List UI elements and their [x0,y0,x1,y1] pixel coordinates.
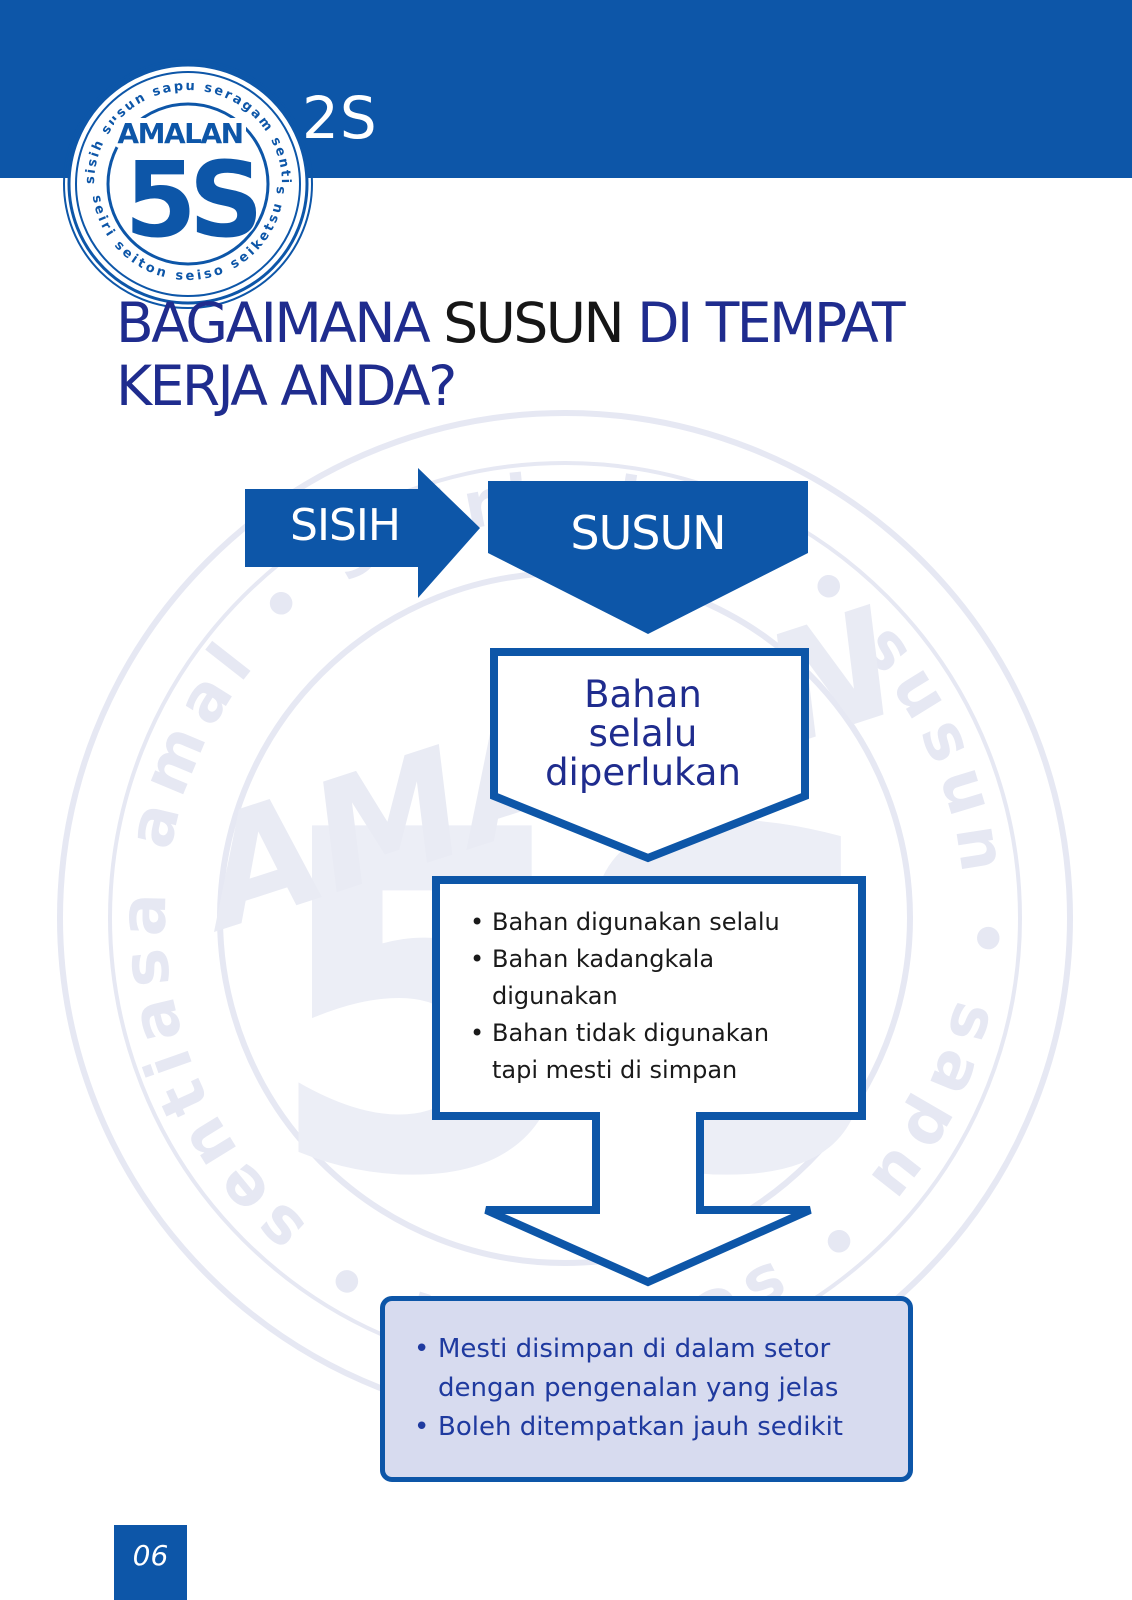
category-line: selalu [588,712,698,755]
sisih-arrow [245,468,480,598]
note-item: Mesti disimpan di dalam setor dengan pen… [414,1330,894,1408]
category-pentagon [490,648,809,863]
step-susun-label: SUSUN [570,506,726,560]
category-line: Bahan [584,673,702,716]
category-line: diperlukan [545,751,741,794]
notes-list: Mesti disimpan di dalam setor dengan pen… [414,1330,894,1447]
page-number-tab: 06 [114,1525,187,1600]
title-emphasis: SUSUN [443,291,624,355]
list-item: Bahan tidak digunakan tapi mesti di simp… [470,1015,810,1089]
step-sisih-label: SISIH [290,500,401,551]
title-part2: DI TEMPAT KERJA ANDA? [116,291,906,418]
amalan-5s-logo: sisih susun sapu seragam sentiasa amal s… [62,58,313,309]
note-item: Boleh ditempatkan jauh sedikit [414,1408,894,1447]
category-label: Bahan selalu diperlukan [500,675,786,792]
page-title: BAGAIMANA SUSUN DI TEMPAT KERJA ANDA? [116,292,1056,418]
logo-big-text: 5S [124,139,256,261]
page-number: 06 [132,1539,169,1572]
items-list: Bahan digunakan selalu Bahan kadangkala … [470,904,810,1089]
logo-title: AMALAN [117,117,242,150]
section-code: 2S [302,84,378,152]
list-item: Bahan kadangkala digunakan [470,941,810,1015]
list-item: Bahan digunakan selalu [470,904,810,941]
susun-banner-arrow [488,481,808,634]
title-part1: BAGAIMANA [116,291,444,355]
